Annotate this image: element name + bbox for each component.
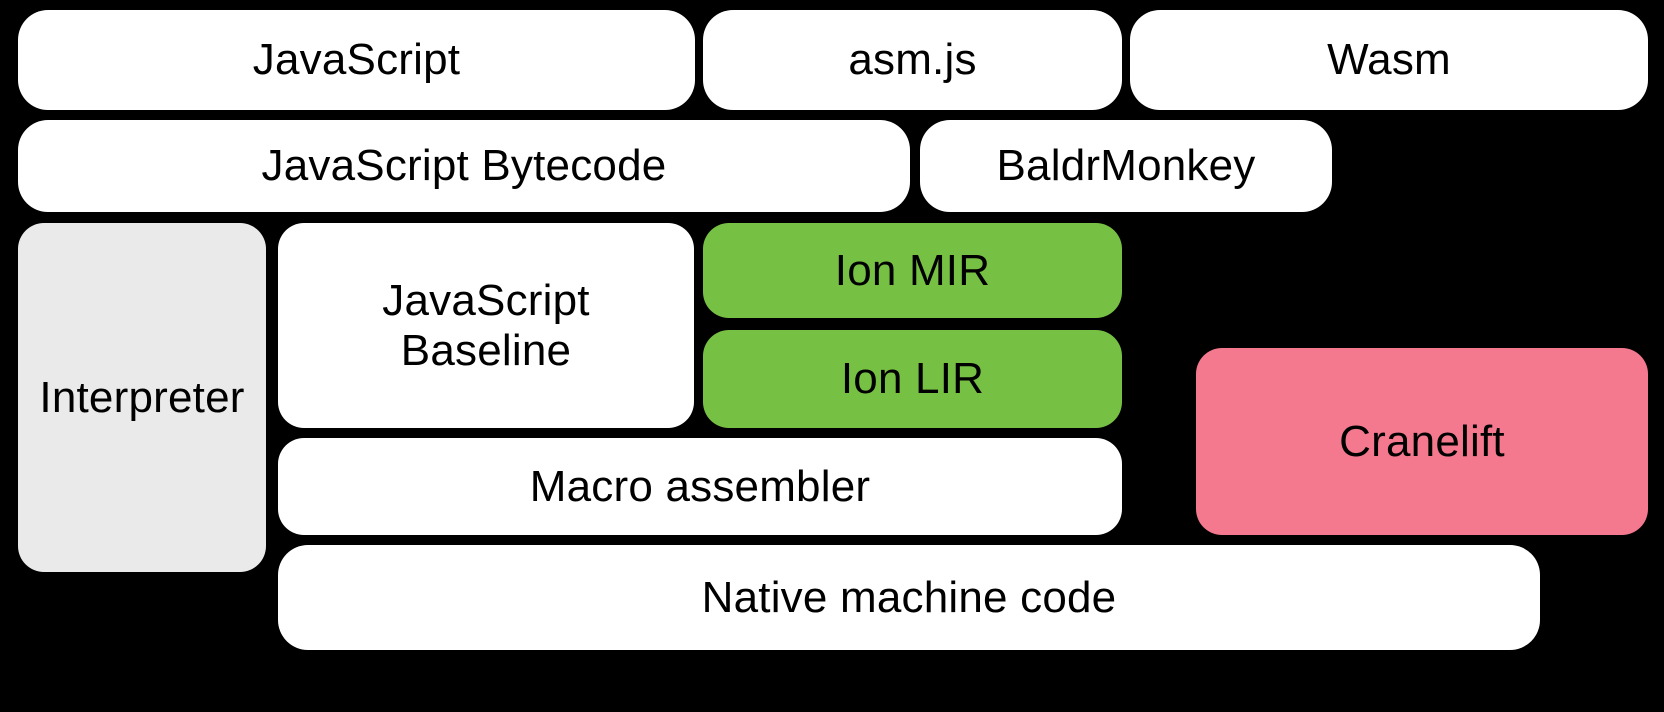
node-javascript[interactable]: JavaScript [18, 10, 695, 110]
node-cranelift[interactable]: Cranelift [1196, 348, 1648, 535]
node-macro-assembler[interactable]: Macro assembler [278, 438, 1122, 535]
node-native-machine-code[interactable]: Native machine code [278, 545, 1540, 650]
node-javascript-bytecode[interactable]: JavaScript Bytecode [18, 120, 910, 212]
node-asmjs[interactable]: asm.js [703, 10, 1122, 110]
node-ion-mir[interactable]: Ion MIR [703, 223, 1122, 318]
node-baldrmonkey[interactable]: BaldrMonkey [920, 120, 1332, 212]
node-wasm[interactable]: Wasm [1130, 10, 1648, 110]
node-interpreter[interactable]: Interpreter [18, 223, 266, 572]
node-javascript-baseline[interactable]: JavaScript Baseline [278, 223, 694, 428]
node-ion-lir[interactable]: Ion LIR [703, 330, 1122, 428]
